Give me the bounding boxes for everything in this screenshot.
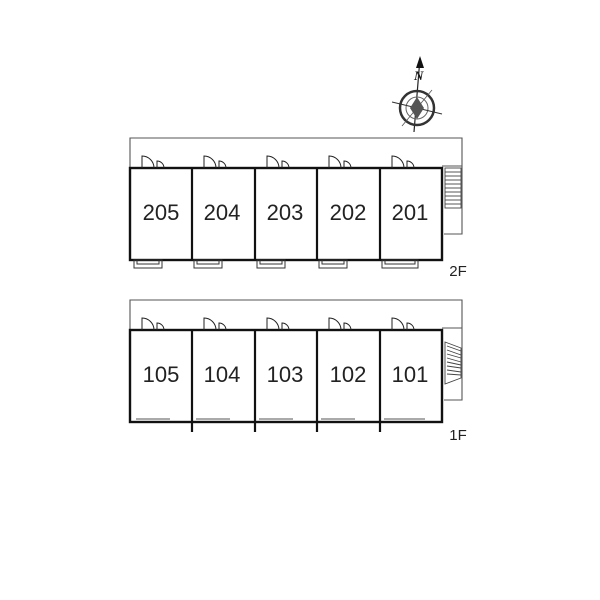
unit-labels-1f: 105 104 103 102 101 xyxy=(143,362,429,387)
floor-label-2f: 2F xyxy=(449,263,467,280)
unit-101-label: 101 xyxy=(392,362,429,387)
unit-labels-2f: 205 204 203 202 201 xyxy=(143,200,429,225)
unit-202-label: 202 xyxy=(330,200,367,225)
north-arrow-line xyxy=(413,57,421,133)
doors-2f xyxy=(141,155,415,169)
unit-104-label: 104 xyxy=(204,362,241,387)
floor-label-1f: 1F xyxy=(449,427,467,444)
unit-203-label: 203 xyxy=(267,200,304,225)
stairs-2f xyxy=(444,167,462,209)
unit-103-label: 103 xyxy=(267,362,304,387)
corridor-1f xyxy=(129,299,463,401)
unit-205-label: 205 xyxy=(143,200,180,225)
units-block-2f xyxy=(128,166,444,262)
stairs-1f xyxy=(444,341,462,385)
north-arrow-head xyxy=(416,56,424,68)
unit-201-label: 201 xyxy=(392,200,429,225)
compass-ring xyxy=(398,89,436,127)
unit-204-label: 204 xyxy=(204,200,241,225)
units-block-1f xyxy=(128,328,444,424)
compass-rose xyxy=(410,97,424,119)
doors-1f xyxy=(141,317,415,331)
balconies-2f xyxy=(133,259,419,269)
corridor-2f xyxy=(129,137,463,235)
unit-102-label: 102 xyxy=(330,362,367,387)
compass: N xyxy=(391,56,443,133)
unit-105-label: 105 xyxy=(143,362,180,387)
floor-2f: 205 204 203 202 201 2F xyxy=(128,137,467,280)
floor-1f: 105 104 103 102 101 1F xyxy=(128,299,467,444)
